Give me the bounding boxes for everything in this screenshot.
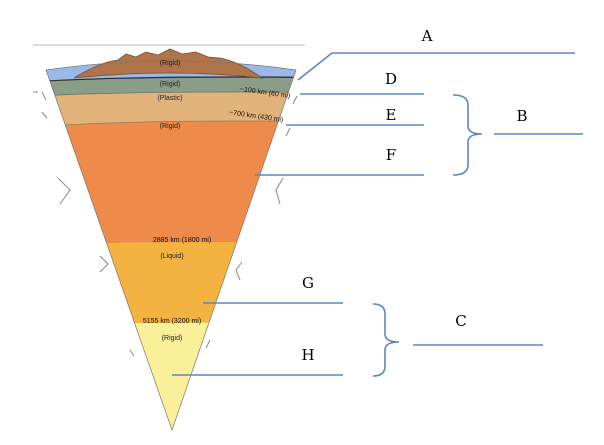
depth-5155km-label: 5155 km (3200 mi) bbox=[143, 318, 201, 325]
letter-H: H bbox=[301, 346, 314, 364]
asthenosphere-label: (Plastic) bbox=[157, 95, 182, 102]
letter-E: E bbox=[386, 106, 397, 124]
outer-core-label: (Liquid) bbox=[160, 253, 183, 260]
letter-B: B bbox=[516, 107, 527, 125]
brace-B bbox=[452, 94, 483, 176]
left-bracket-marks bbox=[41, 91, 135, 357]
lithosphere bbox=[46, 61, 296, 98]
crust-line bbox=[46, 76, 296, 85]
letter-F: F bbox=[386, 146, 396, 164]
leader-line-A bbox=[297, 52, 575, 81]
lithosphere-label: (Rigid) bbox=[160, 81, 181, 88]
depth-2885km-label: 2885 km (1800 mi) bbox=[153, 237, 211, 244]
right-bracket-marks bbox=[205, 95, 298, 349]
mesosphere-label: (Rigid) bbox=[160, 123, 181, 130]
asthenosphere bbox=[46, 61, 296, 130]
wedge-outline bbox=[45, 60, 297, 432]
crust-label: (Rigid) bbox=[160, 60, 181, 67]
letter-C: C bbox=[455, 312, 466, 330]
letter-A: A bbox=[421, 27, 433, 45]
brace-C bbox=[372, 303, 400, 377]
inner-core-label: (Rigid) bbox=[162, 335, 183, 342]
continent-mountain bbox=[73, 48, 264, 79]
letter-G: G bbox=[302, 274, 314, 292]
letter-D: D bbox=[385, 70, 397, 88]
